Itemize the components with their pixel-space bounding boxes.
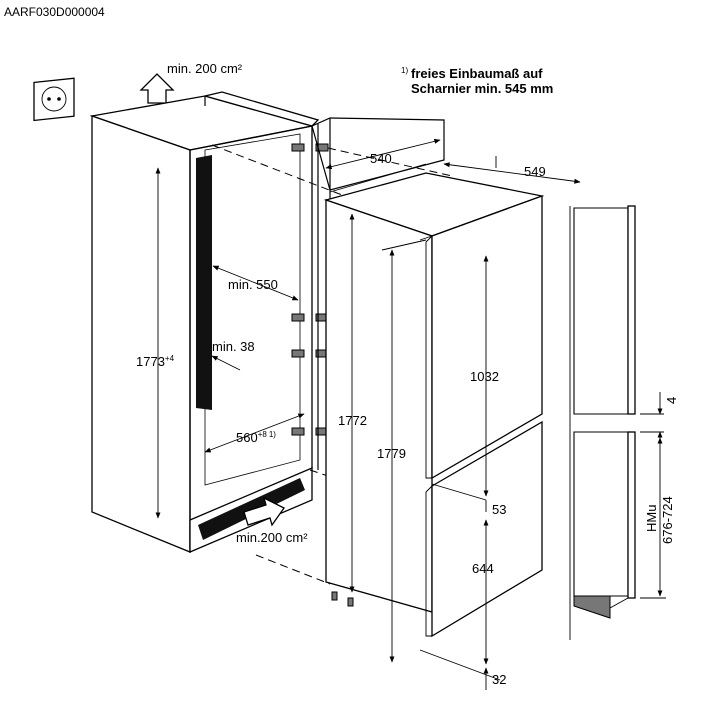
upper-door-label: 1032 <box>470 369 499 384</box>
appliance-body <box>323 172 545 638</box>
door-gap-dim <box>431 483 487 501</box>
niche-height-label: 1773+4 <box>136 354 175 369</box>
appliance-depth-label: 549 <box>524 164 546 179</box>
lower-door-label: 644 <box>472 561 494 576</box>
niche-cabinet <box>89 91 320 553</box>
hmu-range-label: 676-724 <box>660 496 675 544</box>
niche-depth-dim <box>212 265 299 301</box>
niche-depth-label: min. 550 <box>228 277 278 292</box>
bottom-offset-ext <box>419 649 501 681</box>
appliance-width-dim <box>325 138 441 170</box>
niche-width-dim <box>204 413 305 453</box>
footnote: 1) freies Einbaumaß auf Scharnier min. 5… <box>401 66 553 96</box>
vent-bottom-label: min.200 cm² <box>236 530 308 545</box>
door-total-height-label: 1779 <box>377 446 406 461</box>
appliance-width-label: 540 <box>370 151 392 166</box>
furniture-door-side-view <box>569 205 636 640</box>
footnote-line-1: freies Einbaumaß auf <box>411 66 543 81</box>
appliance-height-label: 1772 <box>338 413 367 428</box>
footnote-marker: 1) <box>401 66 408 75</box>
furniture-gap-label: 4 <box>664 397 679 404</box>
vent-up-arrow-icon <box>139 73 175 104</box>
vent-top-label: min. 200 cm² <box>167 61 243 76</box>
alignment-dashes <box>211 144 453 585</box>
door-gap-label: 53 <box>492 502 506 517</box>
vent-bottom-arrow-icon <box>243 496 285 527</box>
document-code: AARF030D000004 <box>4 5 105 19</box>
gap-label: min. 38 <box>212 339 255 354</box>
bottom-offset-label: 32 <box>492 672 506 687</box>
appliance-depth-dim <box>443 162 581 184</box>
footnote-line-2: Scharnier min. 545 mm <box>411 81 553 96</box>
gap-dim <box>211 355 241 371</box>
power-socket-icon <box>33 77 75 122</box>
hmu-label: HMu <box>644 505 659 532</box>
